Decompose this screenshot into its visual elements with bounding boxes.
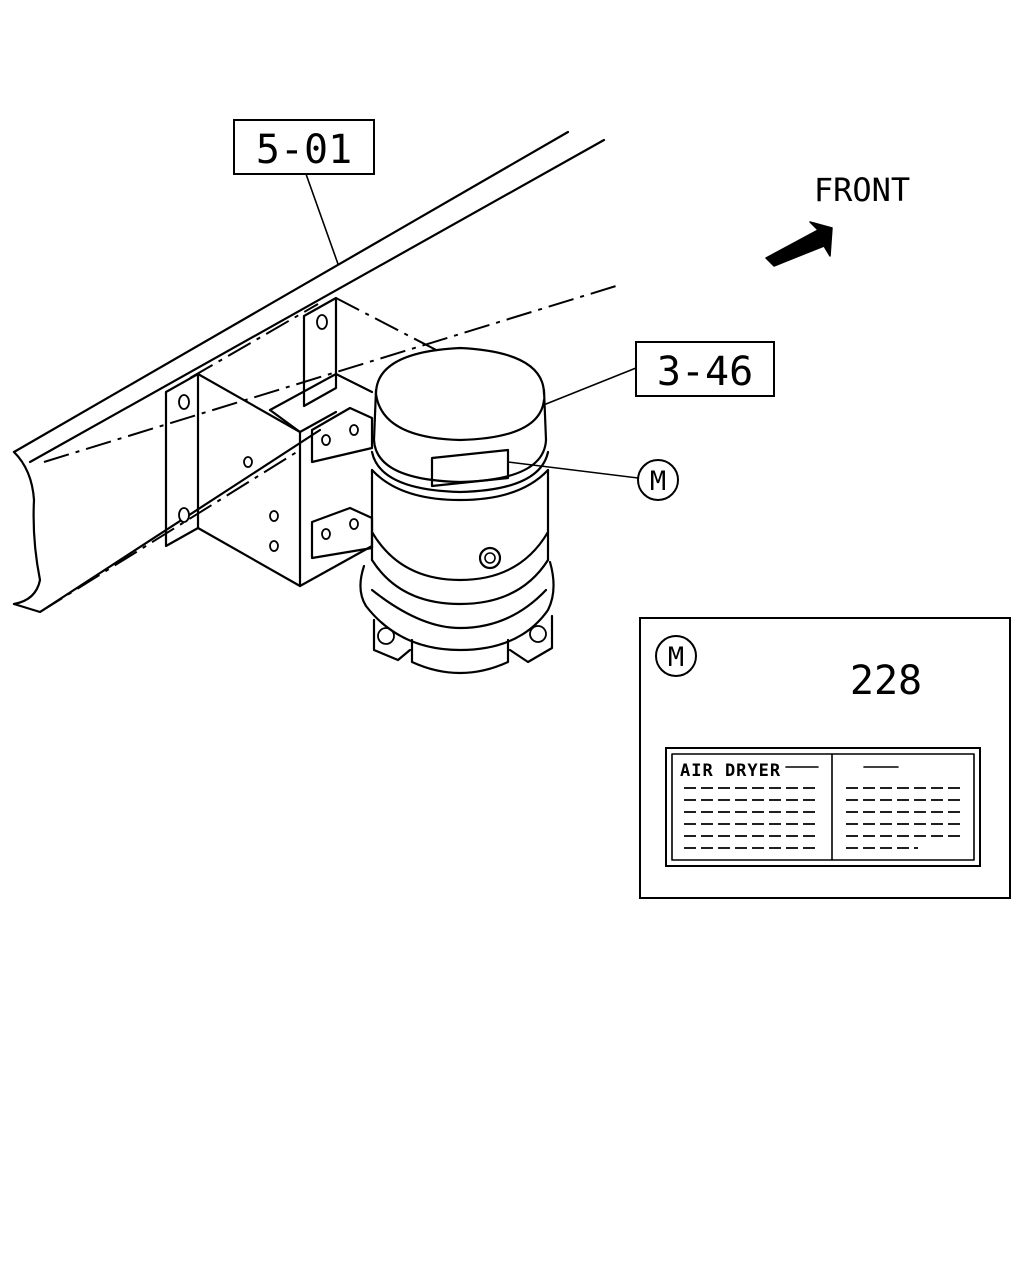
detail-marker-text: M (668, 642, 684, 673)
air-dryer-label-plate: AIR DRYER (665, 747, 981, 867)
callout-228-text: 228 (850, 658, 922, 704)
label-text-right (846, 787, 962, 849)
marker-m[interactable]: M (637, 459, 679, 501)
label-plate-title: AIR DRYER (680, 761, 781, 781)
air-dryer (359, 346, 555, 675)
detail-view-m: M 228 AIR DRYER (639, 617, 1011, 899)
front-label: FRONT (814, 171, 910, 209)
callout-228[interactable]: 228 (850, 658, 922, 704)
mounting-bracket (164, 296, 441, 588)
callout-5-01[interactable]: 5-01 (233, 119, 375, 175)
front-indicator: FRONT (765, 171, 910, 267)
callout-5-01-text: 5-01 (256, 127, 352, 173)
frame-rail (12, 130, 617, 614)
marker-m-text: M (650, 466, 666, 497)
callout-3-46[interactable]: 3-46 (635, 341, 775, 397)
label-text-left (684, 787, 816, 849)
callout-3-46-text: 3-46 (657, 349, 753, 395)
front-arrow-icon (765, 221, 833, 267)
